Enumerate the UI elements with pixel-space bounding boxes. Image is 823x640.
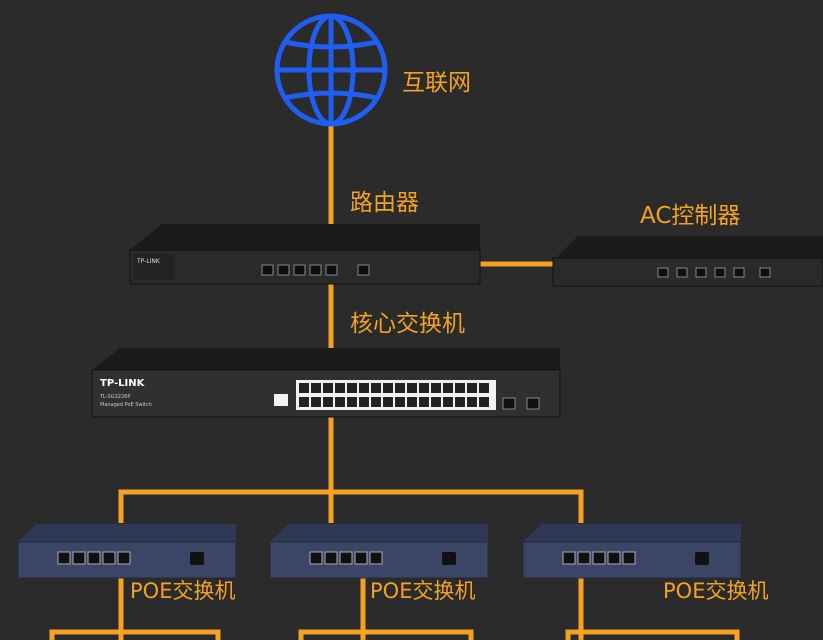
label-router: 路由器 <box>350 190 419 216</box>
ac-controller-device <box>552 236 823 287</box>
link-poe3-fan <box>565 629 740 640</box>
label-core-switch: 核心交换机 <box>350 311 465 337</box>
poe-switch-2 <box>269 524 489 579</box>
poe-switch-1 <box>17 524 237 579</box>
label-poe-switch-1: POE交换机 <box>130 579 236 603</box>
label-poe-switch-2: POE交换机 <box>370 579 476 603</box>
core-switch-desc-text: Managed PoE Switch <box>100 402 152 408</box>
link-lines <box>49 125 740 640</box>
router-device: TP-LINK <box>129 224 481 285</box>
link-core-bus <box>118 489 584 523</box>
poe-switch-3 <box>522 524 742 579</box>
core-switch-device: TP-LINK TL-SG3226P Managed PoE Switch <box>91 348 561 418</box>
core-switch-brand-text: TP-LINK <box>100 378 146 389</box>
label-internet: 互联网 <box>402 70 471 96</box>
link-poe1-fan <box>49 629 221 640</box>
globe-icon <box>274 13 388 127</box>
core-switch-model-text: TL-SG3226P <box>99 394 130 400</box>
label-ac-controller: AC控制器 <box>640 203 741 229</box>
label-poe-switch-3: POE交换机 <box>663 579 769 603</box>
router-brand-text: TP-LINK <box>136 258 161 265</box>
link-poe2-fan <box>298 629 474 640</box>
